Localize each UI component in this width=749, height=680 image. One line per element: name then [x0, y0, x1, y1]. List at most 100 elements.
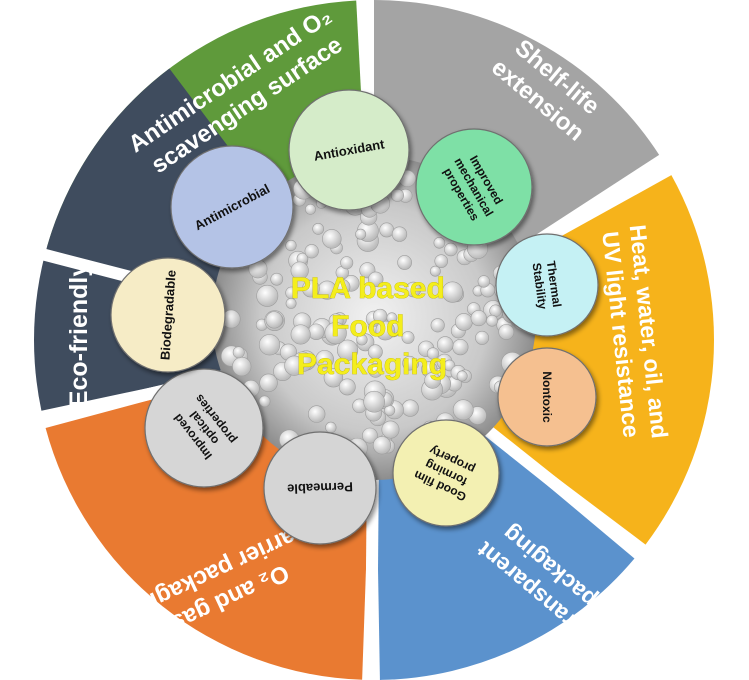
property-circle-disc — [495, 233, 599, 337]
pellet — [324, 321, 347, 345]
pellet — [433, 236, 446, 249]
property-circle-disc — [170, 145, 294, 269]
property-circle-label: Biodegradable — [157, 269, 178, 360]
pellet — [285, 297, 297, 309]
pellet — [256, 284, 279, 307]
pellet — [363, 390, 386, 413]
pellet — [325, 421, 337, 434]
property-circle-antimicrobial: Antimicrobial — [170, 145, 294, 269]
pellet — [322, 229, 342, 249]
property-circle-label: Permeable — [287, 479, 353, 496]
pellet — [290, 261, 309, 280]
pellet — [444, 242, 458, 257]
pellet — [232, 356, 252, 377]
center-title-line-3: Packaging — [297, 348, 447, 381]
pellet — [305, 203, 316, 215]
property-circle-disc — [497, 347, 597, 447]
pellet — [304, 244, 319, 259]
property-circle-improved-mechanical-properties: Improvedmechanicalproperties — [415, 128, 533, 246]
pellet — [270, 272, 284, 286]
pellet — [315, 350, 334, 369]
pellet — [401, 331, 415, 344]
pellet — [323, 368, 344, 388]
pellet — [375, 320, 396, 341]
pellet — [308, 323, 325, 340]
property-circle-label-line: Nontoxic — [540, 371, 554, 423]
pellet — [368, 271, 384, 287]
pellet — [362, 427, 378, 444]
pellet — [372, 308, 388, 324]
property-circle-good-film-forming-property: Good filmformingproperty — [392, 419, 500, 527]
pellet — [367, 344, 383, 360]
pellet — [489, 304, 502, 317]
center-title-line-1: PLA based — [291, 272, 445, 305]
property-circle-disc — [415, 128, 533, 246]
pellet — [391, 226, 408, 242]
property-circle-disc — [392, 419, 500, 527]
property-circle-label: Nontoxic — [540, 371, 554, 423]
property-circle-disc — [110, 257, 226, 373]
center-title: PLA based Food Packaging — [291, 272, 453, 381]
pellet — [290, 324, 311, 345]
center-title-line-2: Food — [331, 310, 404, 343]
pellet — [258, 334, 281, 356]
pellet — [355, 228, 367, 240]
pellet — [302, 279, 320, 298]
pellet — [452, 399, 474, 421]
property-circle-antioxidant: Antioxidant — [288, 89, 410, 211]
pellet — [434, 254, 449, 268]
property-circle-label-line: Permeable — [287, 479, 353, 496]
pellet — [307, 405, 326, 423]
pellet — [232, 346, 245, 359]
pellet — [498, 324, 515, 340]
property-circle-label: ThermalStability — [529, 260, 564, 310]
pellet — [397, 255, 412, 270]
pellet — [285, 239, 297, 252]
property-circle-permeable: Permeable — [263, 431, 377, 545]
pellet — [265, 311, 283, 329]
pellet — [258, 395, 271, 408]
pellet — [455, 313, 473, 331]
pellet — [338, 378, 356, 396]
pellet — [424, 372, 441, 389]
property-circle-biodegradable: Biodegradable — [110, 257, 226, 373]
pellet — [436, 336, 454, 353]
property-circle-label-line: Stability — [529, 262, 549, 310]
pellet — [477, 275, 491, 288]
property-circle-label-line: Thermal — [544, 260, 564, 308]
pellet — [475, 330, 490, 345]
pellet — [284, 355, 305, 376]
pellet — [402, 355, 417, 371]
pellet — [470, 310, 487, 327]
pellet — [426, 347, 440, 360]
pellet — [381, 420, 400, 439]
pellet — [441, 281, 464, 303]
pellet — [430, 318, 445, 333]
pellet — [390, 188, 404, 202]
property-circle-label-line: Biodegradable — [157, 269, 178, 360]
pellet — [356, 334, 368, 346]
pellet — [456, 370, 468, 382]
property-circle-disc — [144, 368, 264, 488]
pellet — [452, 338, 469, 356]
pellet — [312, 223, 325, 235]
pellet — [372, 436, 392, 455]
pellet — [340, 256, 354, 270]
pellet — [259, 373, 278, 393]
pellet — [429, 265, 441, 277]
pellet — [336, 339, 359, 361]
property-circle-disc — [288, 89, 410, 211]
segment-text-eco: Eco-friendly — [65, 263, 93, 408]
property-circle-disc — [263, 431, 377, 545]
property-circle-thermal-stability: ThermalStability — [495, 233, 599, 337]
pellet — [486, 314, 498, 327]
segment-label-eco-friendly: Eco-friendly — [65, 263, 93, 408]
segment-text-line: Eco-friendly — [65, 263, 93, 408]
pellet — [379, 222, 395, 238]
pellet — [401, 399, 419, 417]
property-circle-nontoxic: Nontoxic — [497, 347, 597, 447]
pellet — [368, 363, 383, 378]
property-circle-improved-optical-properties: Improvedopticalproperties — [144, 368, 264, 488]
pellet — [405, 281, 422, 298]
